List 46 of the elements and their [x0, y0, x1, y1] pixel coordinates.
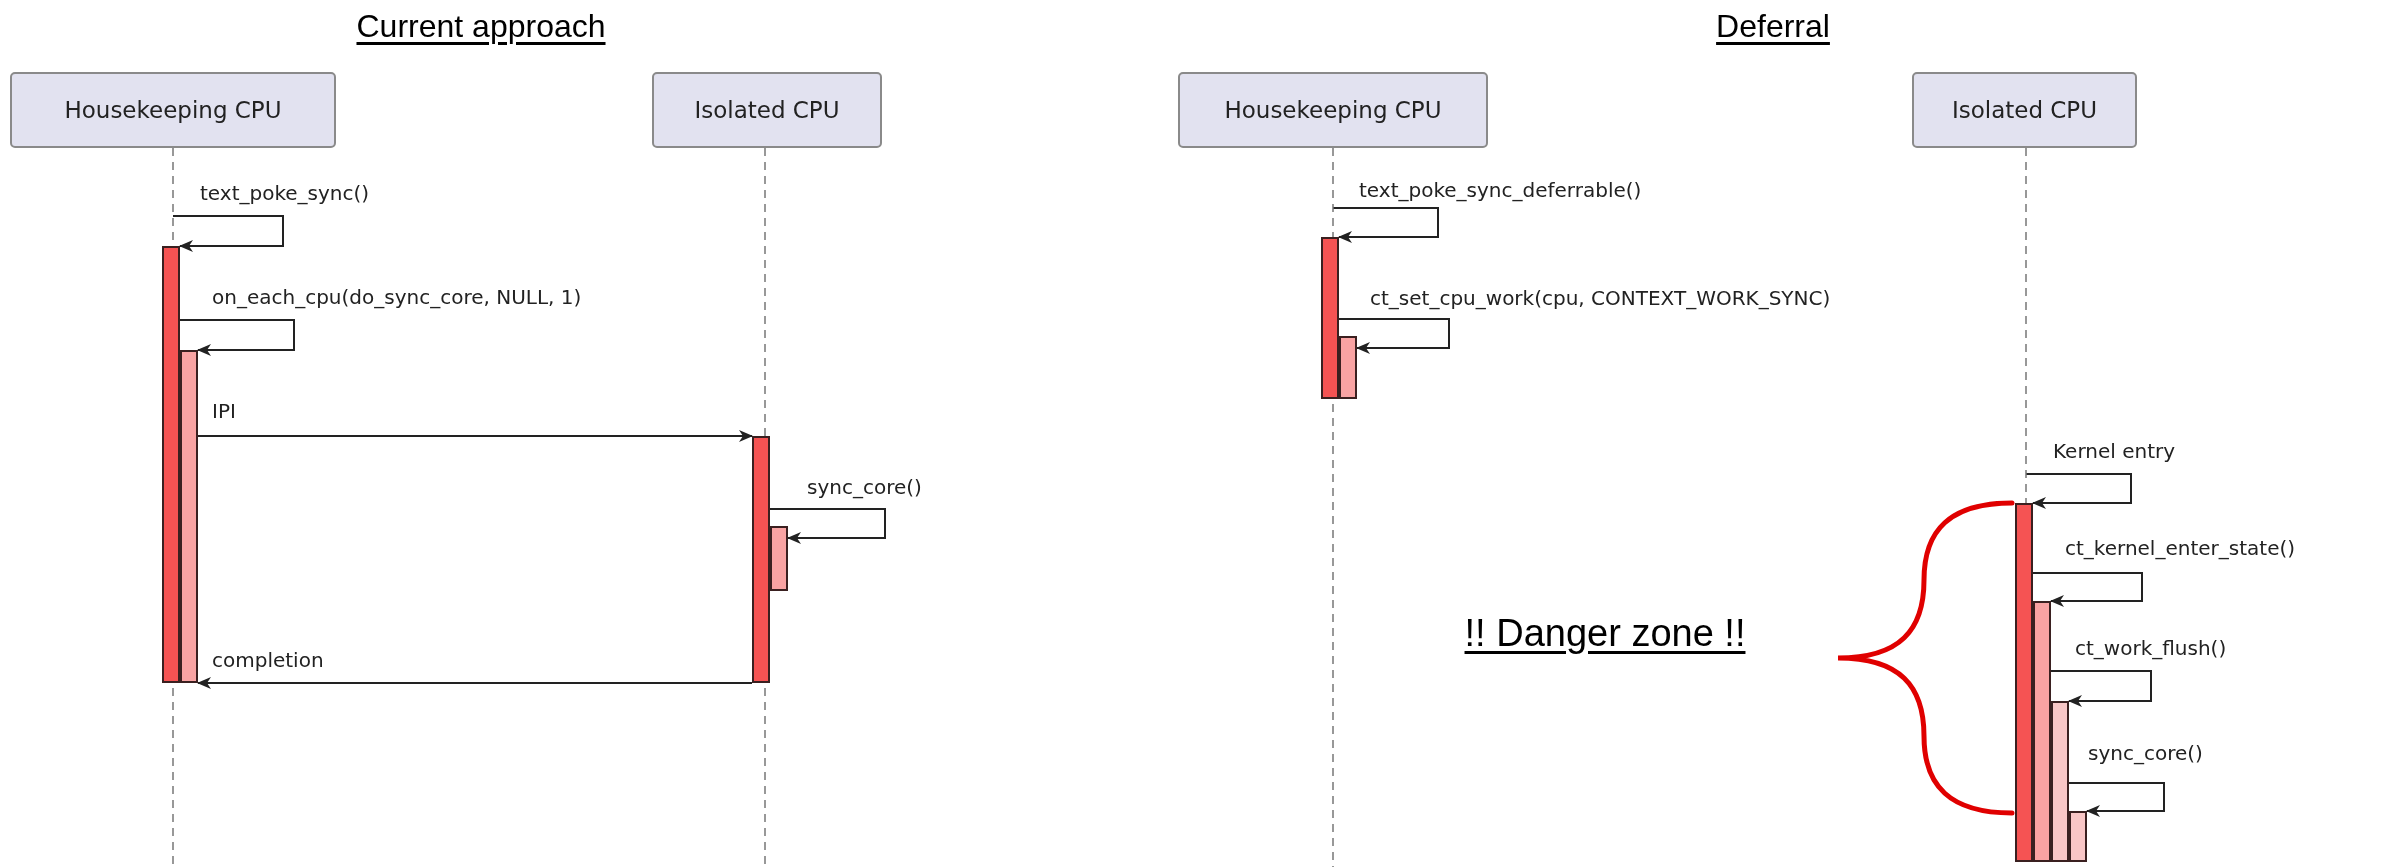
message-arrow: [2068, 782, 2165, 817]
activation-bar: [180, 350, 198, 683]
activation-bar: [752, 436, 770, 683]
participant-name: Housekeeping CPU: [1224, 97, 1442, 123]
participant-box: [10, 72, 336, 148]
message-arrow: [179, 319, 295, 356]
activation-bar: [2069, 811, 2087, 862]
message-arrow: [1338, 318, 1450, 354]
message-arrow: [197, 677, 753, 689]
message-arrow: [2050, 670, 2152, 707]
message-label: text_poke_sync_deferrable(): [1359, 178, 1642, 202]
activation-bar: [2015, 503, 2033, 862]
warning-note: !! Danger zone !!: [1464, 612, 1746, 655]
activation-bar: [1321, 237, 1339, 399]
message-label: ct_work_flush(): [2075, 636, 2227, 660]
message-label: sync_core(): [807, 475, 922, 499]
participant-name: Isolated CPU: [694, 97, 840, 123]
section-heading: Deferral: [1716, 8, 1830, 45]
message-label: ct_kernel_enter_state(): [2065, 536, 2296, 560]
participant-box: [1912, 72, 2137, 148]
lifeline: [764, 147, 766, 437]
message-label: text_poke_sync(): [200, 181, 370, 205]
lifeline: [2025, 147, 2027, 504]
activation-bar: [1339, 336, 1357, 399]
message-label: ct_set_cpu_work(cpu, CONTEXT_WORK_SYNC): [1370, 286, 1831, 310]
activation-bar: [2033, 601, 2051, 862]
message-label: completion: [212, 648, 324, 672]
activation-bar: [770, 526, 788, 591]
message-arrow: [172, 215, 284, 252]
message-label: sync_core(): [2088, 741, 2203, 765]
message-label: Kernel entry: [2053, 439, 2176, 463]
participant-name: Isolated CPU: [1951, 97, 2098, 123]
participant-name: Housekeeping CPU: [64, 97, 282, 123]
activation-bar: [2051, 701, 2069, 862]
message-arrow: [1332, 207, 1439, 243]
message-arrow: [2025, 473, 2132, 509]
message-arrow: [769, 508, 886, 544]
participant-box: [652, 72, 882, 148]
message-arrow: [197, 430, 753, 442]
participant-box: [1178, 72, 1488, 148]
section-heading: Current approach: [356, 8, 606, 45]
activation-bar: [162, 246, 180, 683]
lifeline: [1332, 147, 1334, 238]
message-label: on_each_cpu(do_sync_core, NULL, 1): [212, 285, 582, 309]
message-label: IPI: [212, 399, 236, 423]
message-arrow: [2032, 572, 2143, 607]
